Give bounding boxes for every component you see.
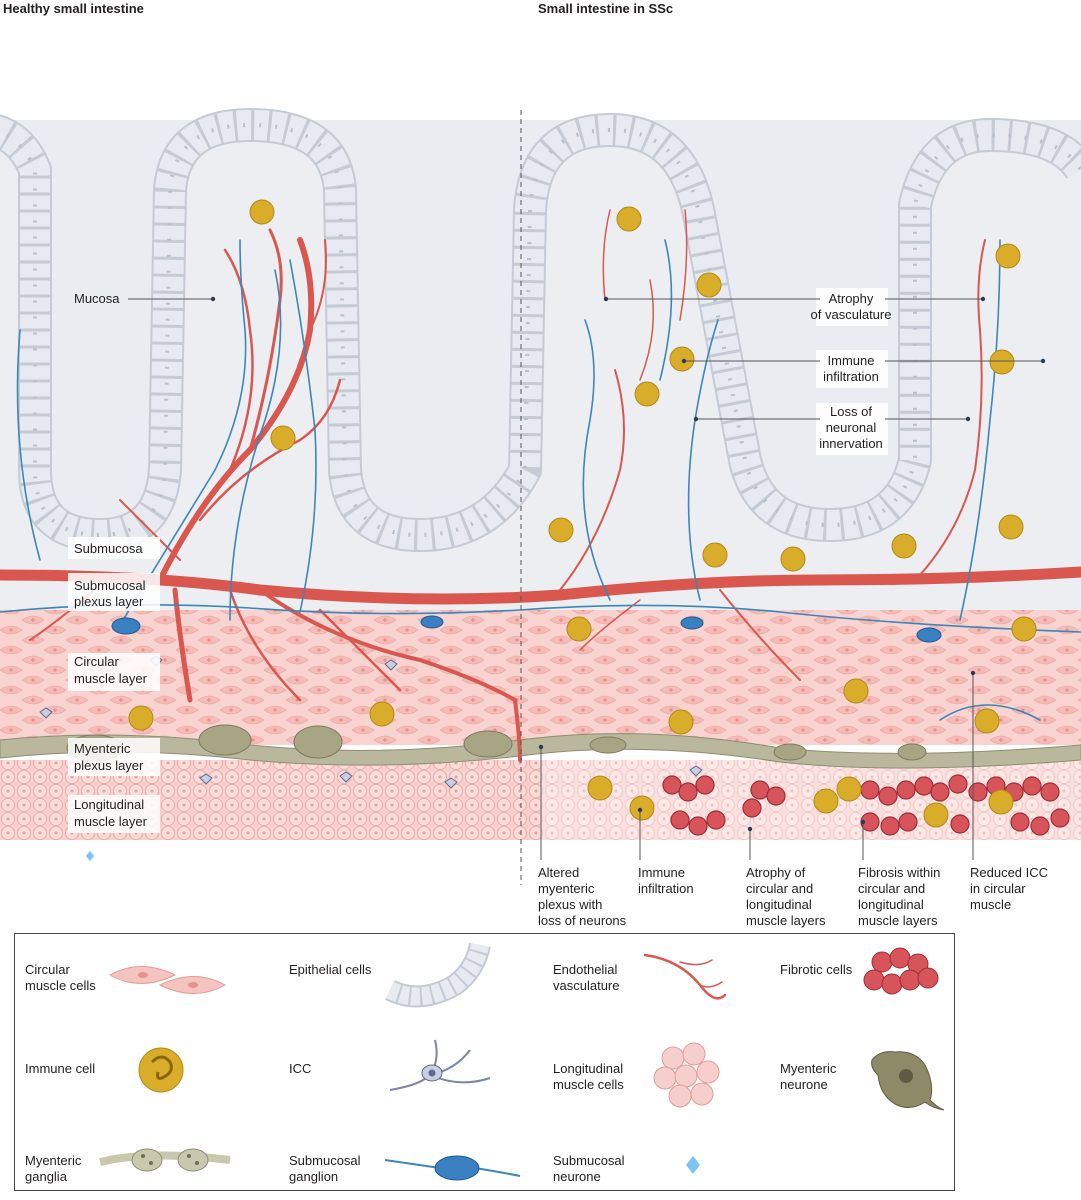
legend-circular-muscle-cells-2: muscle cells: [25, 978, 96, 993]
legend-myenteric-ganglia-1: Myenteric: [25, 1153, 82, 1168]
legend-immune-cell: Immune cell: [25, 1061, 95, 1076]
legend-circular-muscle-cells-1: Circular: [25, 962, 70, 977]
submucosal-ganglia: [111, 615, 942, 643]
lumen-background: [0, 120, 1081, 535]
legend-myenteric-neurone-icon: [871, 1051, 945, 1111]
ssc-callouts: Atrophy of vasculature Immune infiltrati…: [603, 288, 1046, 455]
callout-atrophy-muscle-1: Atrophy of: [746, 865, 806, 880]
legend-submucosal-ganglion-icon: [384, 1155, 521, 1181]
callout-altered-plexus-1: Altered: [538, 865, 579, 880]
callout-fibrosis-1: Fibrosis within: [858, 865, 940, 880]
legend-box: [14, 933, 955, 1191]
legend-circular-muscle-icon: [108, 966, 227, 994]
label-myenteric-plexus-1: Myenteric: [74, 741, 131, 756]
callout-altered-plexus-2: myenteric: [538, 881, 595, 896]
callout-reduced-icc-2: in circular: [970, 881, 1026, 896]
label-submucosa: Submucosa: [74, 541, 143, 556]
callout-atrophy-vasculature-1: Atrophy: [829, 291, 874, 306]
callout-immune-infiltration-bottom-1: Immune: [638, 865, 685, 880]
label-submucosal-plexus-2: plexus layer: [74, 594, 144, 609]
legend-endothelial-1: Endothelial: [553, 962, 617, 977]
legend-submucosal-neurone-icon: [686, 1156, 700, 1174]
label-myenteric-plexus-2: plexus layer: [74, 758, 144, 773]
callout-atrophy-muscle-3: longitudinal: [746, 897, 812, 912]
callout-atrophy-vasculature-2: of vasculature: [811, 307, 892, 322]
epithelial-cells: [0, 110, 1081, 550]
callout-immune-infiltration-2: infiltration: [823, 369, 879, 384]
callout-loss-innervation-1: Loss of: [830, 404, 872, 419]
submucosal-neurone-marker: [86, 851, 94, 861]
label-longitudinal-muscle-1: Longitudinal: [74, 797, 144, 812]
legend-endothelial-2: vasculature: [553, 978, 619, 993]
legend-vasculature-icon: [643, 953, 727, 1000]
legend-icc-icon: [389, 1039, 491, 1091]
bottom-callouts: Altered myenteric plexus with loss of ne…: [538, 670, 1048, 928]
submucosal-artery: [0, 566, 1081, 605]
callout-immune-infiltration-bottom-2: infiltration: [638, 881, 694, 896]
callout-altered-plexus-3: plexus with: [538, 897, 602, 912]
callout-fibrosis-4: muscle layers: [858, 913, 938, 928]
callout-fibrosis-3: longitudinal: [858, 897, 924, 912]
label-mucosa: Mucosa: [74, 291, 120, 306]
label-longitudinal-muscle-2: muscle layer: [74, 814, 148, 829]
legend-submucosal-neurone-2: neurone: [553, 1169, 601, 1184]
legend-fibrotic-cells: Fibrotic cells: [780, 962, 853, 977]
label-circular-muscle-1: Circular: [74, 654, 119, 669]
legend-longitudinal-2: muscle cells: [553, 1077, 624, 1092]
myenteric-ganglia-ssc: [589, 736, 927, 761]
legend: Circular muscle cells Epithelial cells E…: [25, 942, 945, 1184]
legend-epithelial-icon: [385, 942, 491, 1008]
fibrotic-cells: [662, 774, 1070, 836]
legend-myenteric-neurone-1: Myenteric: [780, 1061, 837, 1076]
legend-submucosal-ganglion-1: Submucosal: [289, 1153, 361, 1168]
callout-fibrosis-2: circular and: [858, 881, 925, 896]
callout-loss-innervation-2: neuronal: [826, 420, 877, 435]
callout-reduced-icc-1: Reduced ICC: [970, 865, 1048, 880]
title-ssc: Small intestine in SSc: [538, 1, 673, 16]
legend-epithelial-cells: Epithelial cells: [289, 962, 372, 977]
healthy-vasculature: [29, 228, 522, 762]
legend-longitudinal-1: Longitudinal: [553, 1061, 623, 1076]
callout-altered-plexus-4: loss of neurons: [538, 913, 627, 928]
legend-immune-icon: [138, 1047, 184, 1093]
legend-longitudinal-icon: [653, 1042, 720, 1108]
legend-icc: ICC: [289, 1061, 311, 1076]
legend-myenteric-ganglia-2: ganglia: [25, 1169, 68, 1184]
label-submucosal-plexus-1: Submucosal: [74, 578, 146, 593]
tissue-illustration: [0, 108, 1081, 840]
title-healthy: Healthy small intestine: [3, 1, 144, 16]
callout-immune-infiltration-1: Immune: [828, 353, 875, 368]
callout-atrophy-muscle-2: circular and: [746, 881, 813, 896]
circular-muscle-layer: [0, 610, 1081, 745]
immune-cells: [128, 199, 1037, 828]
legend-fibrotic-icon: [863, 947, 939, 995]
callout-reduced-icc-3: muscle: [970, 897, 1011, 912]
legend-myenteric-neurone-2: neurone: [780, 1077, 828, 1092]
label-circular-muscle-2: muscle layer: [74, 671, 148, 686]
legend-submucosal-ganglion-2: ganglion: [289, 1169, 338, 1184]
nerve-fibres: [0, 239, 1081, 721]
legend-submucosal-neurone-1: Submucosal: [553, 1153, 625, 1168]
legend-myenteric-ganglia-icon: [99, 1148, 231, 1172]
callout-atrophy-muscle-4: muscle layers: [746, 913, 826, 928]
layer-labels: Mucosa Submucosa Submucosal plexus layer…: [68, 291, 216, 833]
callout-loss-innervation-3: innervation: [819, 436, 883, 451]
